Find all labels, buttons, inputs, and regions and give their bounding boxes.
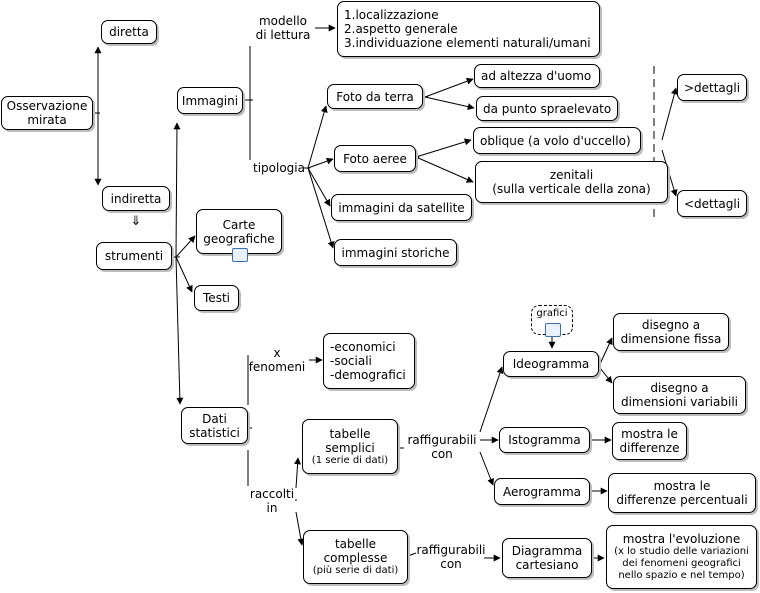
node-tabelle-semplici[interactable]: tabelle semplici (1 serie di dati) (302, 419, 398, 474)
label-tipologia: tipologia (253, 161, 305, 175)
node-mostra-evoluzione[interactable]: mostra l'evoluzione (x lo studio delle v… (606, 525, 757, 589)
node-carte-geografiche[interactable]: Carte geografiche (196, 209, 282, 254)
node-aerogramma[interactable]: Aerogramma (494, 478, 590, 505)
double-arrow-down: ⇓ (130, 214, 142, 229)
tabelle-complesse-title: tabelle complesse (323, 537, 388, 565)
node-tabelle-complesse[interactable]: tabelle complesse (più serie di dati) (303, 530, 408, 584)
node-foto-da-terra[interactable]: Foto da terra (327, 84, 423, 109)
node-zenitali[interactable]: zenitali (sulla verticale della zona) (475, 161, 668, 203)
label-raccolti-in: raccolti in (249, 487, 295, 515)
node-osservazione-mirata[interactable]: Osservazione mirata (1, 96, 93, 130)
tabelle-semplici-sub: (1 serie di dati) (311, 454, 389, 466)
node-indiretta[interactable]: indiretta (102, 186, 170, 211)
node-da-punto-sopraelevato[interactable]: da punto spraelevato (476, 96, 618, 121)
node-fenomeni-list[interactable]: -economici -sociali -demografici (323, 333, 415, 389)
node-immagini-da-satellite[interactable]: immagini da satellite (331, 194, 472, 221)
node-dati-statistici[interactable]: Dati statistici (181, 407, 248, 444)
node-foto-aeree[interactable]: Foto aeree (334, 145, 416, 172)
node-modello-list[interactable]: 1.localizzazione 2.aspetto generale 3.in… (337, 1, 600, 57)
label-x-fenomeni: x fenomeni (248, 346, 306, 374)
node-piu-dettagli[interactable]: >dettagli (677, 74, 747, 101)
label-modello-di-lettura: modello di lettura (255, 14, 311, 42)
node-dimensione-fissa[interactable]: disegno a dimensione fissa (613, 313, 729, 351)
node-differenze-percentuali[interactable]: mostra le differenze percentuali (608, 473, 756, 513)
node-ad-altezza-d-uomo[interactable]: ad altezza d'uomo (474, 64, 600, 88)
node-diagramma-cartesiano[interactable]: Diagramma cartesiano (502, 538, 592, 578)
evoluzione-sub: (x lo studio delle variazioni dei fenome… (614, 546, 749, 581)
node-mostra-differenze[interactable]: mostra le differenze (612, 422, 687, 460)
label-raffigurabili-con-1: raffigurabili con (407, 433, 477, 461)
concept-map-icon[interactable] (232, 248, 248, 262)
node-strumenti[interactable]: strumenti (96, 242, 172, 270)
node-immagini[interactable]: Immagini (177, 87, 243, 114)
node-dimensioni-variabili[interactable]: disegno a dimensioni variabili (613, 376, 746, 414)
grafici-label: grafici (536, 308, 568, 319)
node-testi[interactable]: Testi (194, 285, 239, 311)
node-istogramma[interactable]: Istogramma (499, 427, 590, 453)
node-oblique[interactable]: oblique (a volo d'uccello) (473, 127, 641, 154)
tabelle-complesse-sub: (più serie di dati) (312, 565, 399, 576)
node-immagini-storiche[interactable]: immagini storiche (334, 239, 457, 266)
node-ideogramma[interactable]: Ideogramma (503, 351, 599, 377)
label-raffigurabili-con-2: raffigurabili con (416, 543, 486, 571)
node-meno-dettagli[interactable]: <dettagli (677, 190, 747, 217)
concept-map-icon-grafici[interactable] (545, 323, 561, 337)
node-diretta[interactable]: diretta (101, 20, 157, 44)
tabelle-semplici-title: tabelle semplici (325, 426, 375, 455)
evoluzione-title: mostra l'evoluzione (622, 532, 741, 546)
